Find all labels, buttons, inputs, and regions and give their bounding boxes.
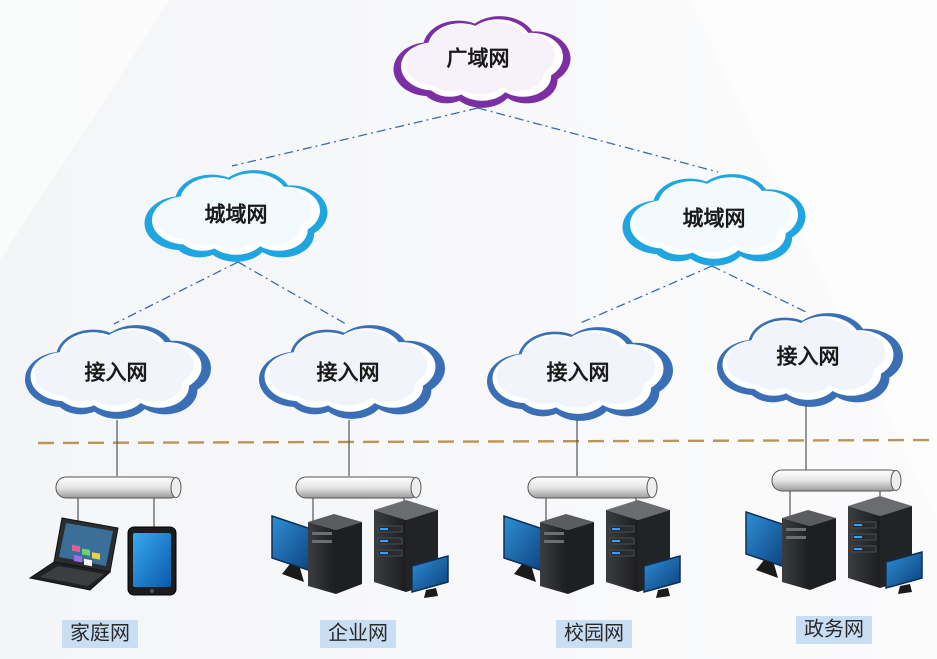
- access-cloud-1: 接入网: [25, 325, 211, 419]
- access-cloud-2: 接入网: [259, 325, 445, 419]
- access-4-label: 接入网: [777, 344, 840, 369]
- man-links: [113, 261, 807, 325]
- man-cloud-left: 城域网: [144, 170, 328, 262]
- laptop-icon: [28, 517, 119, 591]
- bus-pipe-enterprise: [295, 476, 422, 499]
- man-cloud-right: 城域网: [622, 174, 806, 266]
- campus-network-label: 校园网: [564, 621, 624, 645]
- background-light-band: [0, 0, 170, 260]
- label-highlight: [320, 620, 396, 648]
- access-cloud-4: 接入网: [717, 313, 903, 407]
- wan-label: 广域网: [447, 46, 510, 71]
- tablet-icon: [127, 526, 177, 596]
- link-man-left-access-1: [113, 261, 239, 325]
- campus-network-label-group: 校园网: [556, 620, 632, 648]
- bus-pipe-home: [55, 476, 182, 499]
- enterprise-network-label: 企业网: [328, 621, 388, 645]
- link-wan-man-left: [231, 107, 479, 167]
- wan-links: [231, 107, 719, 173]
- link-wan-man-right: [477, 107, 719, 173]
- access-3-label: 接入网: [547, 360, 610, 385]
- bus-pipe-campus: [527, 476, 658, 499]
- wan-cloud: 广域网: [393, 16, 571, 108]
- link-man-right-access-3: [577, 265, 713, 325]
- bus-pipe-government: [771, 469, 902, 492]
- government-network-label-group: 政务网: [796, 616, 872, 644]
- access-cloud-3: 接入网: [487, 327, 673, 421]
- link-man-left-access-2: [237, 261, 347, 325]
- label-highlight: [556, 620, 632, 648]
- label-highlight: [62, 620, 138, 648]
- man-right-label: 城域网: [683, 206, 746, 231]
- link-man-right-access-4: [711, 265, 807, 313]
- enterprise-network-label-group: 企业网: [320, 620, 396, 648]
- access-1-label: 接入网: [85, 360, 148, 385]
- home-network-label: 家庭网: [70, 621, 130, 645]
- home-network-label-group: 家庭网: [62, 620, 138, 648]
- label-highlight: [796, 616, 872, 644]
- government-network-label: 政务网: [804, 617, 864, 641]
- access-2-label: 接入网: [317, 360, 380, 385]
- man-left-label: 城域网: [205, 202, 268, 227]
- drop-lines: [116, 404, 807, 476]
